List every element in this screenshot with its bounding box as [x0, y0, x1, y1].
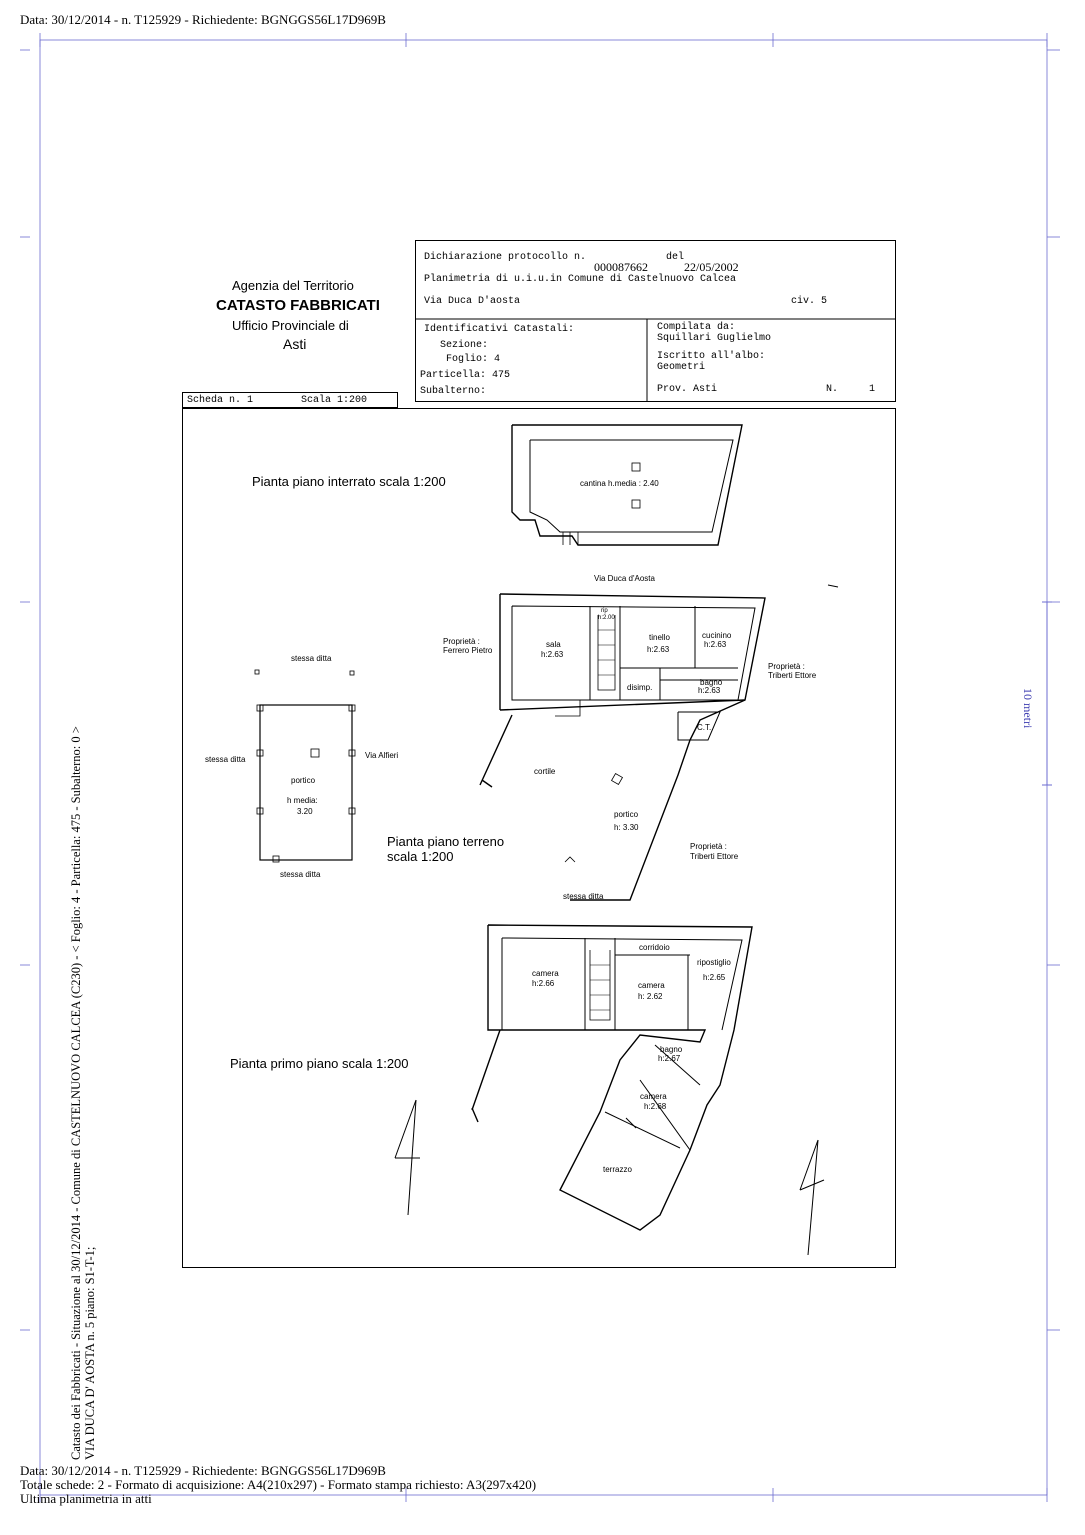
- identifiers-title: Identificativi Catastali:: [424, 324, 575, 335]
- scheda-label: Scheda n. 1: [187, 395, 254, 406]
- label-tinello-h: h:2.63: [647, 645, 670, 654]
- label-bagno-p1-h: h:2.67: [658, 1054, 681, 1063]
- subalterno: Subalterno:: [420, 386, 487, 397]
- label-cortile: cortile: [534, 767, 556, 776]
- label-portico-l-h1: h media:: [287, 796, 318, 805]
- first-floor-plan: [471, 924, 753, 1231]
- label-cucinino-h: h:2.63: [704, 640, 727, 649]
- label-portico-l: portico: [291, 776, 316, 785]
- label-camera-1-h: h:2.66: [532, 979, 555, 988]
- drawing-frame: [182, 408, 896, 1268]
- label-cucinino: cucinino: [702, 631, 732, 640]
- label-triberti-top-1: Proprietà :: [768, 662, 805, 671]
- north-arrow-left: [394, 1099, 420, 1216]
- north-arrow-right: [799, 1139, 825, 1256]
- scale-bar-label: 10 metri: [1021, 688, 1035, 729]
- civ: civ. 5: [791, 296, 828, 307]
- side-text-line-2: VIA DUCA D' AOSTA n. 5 piano: S1-T-1;: [83, 1246, 97, 1460]
- label-ripostiglio: ripostiglio: [697, 958, 731, 967]
- label-via-alfieri: Via Alfieri: [365, 751, 399, 760]
- terreno-title-2: scala 1:200: [387, 849, 454, 864]
- label-triberti-bot-2: Triberti Ettore: [690, 852, 739, 861]
- label-camera-3-h: h:2.68: [644, 1102, 667, 1111]
- terreno-title-1: Pianta piano terreno: [387, 834, 505, 849]
- label-portico-pt-h: h: 3.30: [614, 823, 639, 832]
- label-bagno-pt-h: h:2.63: [698, 686, 721, 695]
- protocol-number: 000087662: [594, 260, 648, 274]
- address: Via Duca D'aosta: [424, 296, 521, 307]
- footer-line-3: Ultima planimetria in atti: [20, 1491, 152, 1506]
- label-ct: C.T.: [697, 723, 712, 732]
- compiled-label: Compilata da:: [657, 322, 736, 333]
- label-ripostiglio-h: h:2.65: [703, 973, 726, 982]
- label-cantina: cantina h.media : 2.40: [580, 479, 659, 488]
- agency-line-2: CATASTO FABBRICATI: [216, 297, 380, 314]
- top-header: Data: 30/12/2014 - n. T125929 - Richiede…: [20, 12, 386, 27]
- label-stessa-ditta-left: stessa ditta: [205, 755, 246, 764]
- declaration-date: 22/05/2002: [684, 260, 739, 274]
- label-stessa-ditta-bottom: stessa ditta: [563, 892, 604, 901]
- label-disimp: disimp.: [627, 683, 653, 692]
- label-camera-1: camera: [532, 969, 559, 978]
- particella: Particella: 475: [420, 370, 511, 381]
- label-stessa-ditta-l-bottom: stessa ditta: [280, 870, 321, 879]
- foglio: Foglio: 4: [446, 354, 501, 365]
- ground-floor-plan: [479, 584, 839, 901]
- n-label: N.: [826, 384, 839, 395]
- label-ferrero-2: Ferrero Pietro: [443, 646, 493, 655]
- label-triberti-top-2: Triberti Ettore: [768, 671, 817, 680]
- side-text-line-1: Catasto dei Fabbricati - Situazione al 3…: [69, 726, 83, 1460]
- protocol-label: Dichiarazione protocollo n.: [424, 252, 587, 263]
- planimetria-text: Planimetria di u.i.u.in Comune di Castel…: [424, 274, 737, 285]
- label-bagno-p1: bagno: [660, 1045, 683, 1054]
- n-value: 1: [869, 384, 876, 395]
- scheda-box: [182, 392, 398, 408]
- label-camera-3: camera: [640, 1092, 667, 1101]
- primo-title: Pianta primo piano scala 1:200: [230, 1056, 409, 1071]
- scheda-scale: Scala 1:200: [301, 395, 368, 406]
- label-portico-l-h2: 3.20: [297, 807, 313, 816]
- interrato-title: Pianta piano interrato scala 1:200: [252, 474, 446, 489]
- label-stessa-ditta-top: stessa ditta: [291, 654, 332, 663]
- label-sala-h: h:2.63: [541, 650, 564, 659]
- basement-plan: [511, 424, 743, 546]
- compiled-name: Squillari Guglielmo: [657, 333, 772, 344]
- label-camera-2: camera: [638, 981, 665, 990]
- label-corridoio: corridoio: [639, 943, 670, 952]
- albo-label: Iscritto all'albo:: [657, 351, 766, 362]
- portico-left-plan: [254, 669, 356, 863]
- label-bagno-pt: bagno: [700, 678, 723, 687]
- label-rip-small-1: rip: [601, 608, 608, 614]
- label-tinello: tinello: [649, 633, 670, 642]
- label-terrazzo: terrazzo: [603, 1165, 632, 1174]
- footer-line-1: Data: 30/12/2014 - n. T125929 - Richiede…: [20, 1463, 386, 1478]
- declaration-box: [415, 240, 896, 402]
- agency-line-3: Ufficio Provinciale di: [232, 318, 349, 333]
- footer-line-2: Totale schede: 2 - Formato di acquisizio…: [20, 1477, 537, 1492]
- del-label: del: [666, 252, 685, 263]
- sezione: Sezione:: [440, 340, 489, 351]
- albo-value: Geometri: [657, 362, 706, 373]
- label-triberti-bot-1: Proprietà :: [690, 842, 727, 851]
- label-rip-small-2: h:2.00: [598, 615, 615, 621]
- agency-line-4: Asti: [283, 336, 307, 352]
- label-via-duca: Via Duca d'Aosta: [594, 574, 655, 583]
- label-sala: sala: [546, 640, 561, 649]
- label-ferrero-1: Proprietà :: [443, 637, 480, 646]
- label-camera-2-h: h: 2.62: [638, 992, 663, 1001]
- agency-line-1: Agenzia del Territorio: [232, 278, 354, 293]
- prov: Prov. Asti: [657, 384, 718, 395]
- label-portico-pt: portico: [614, 810, 639, 819]
